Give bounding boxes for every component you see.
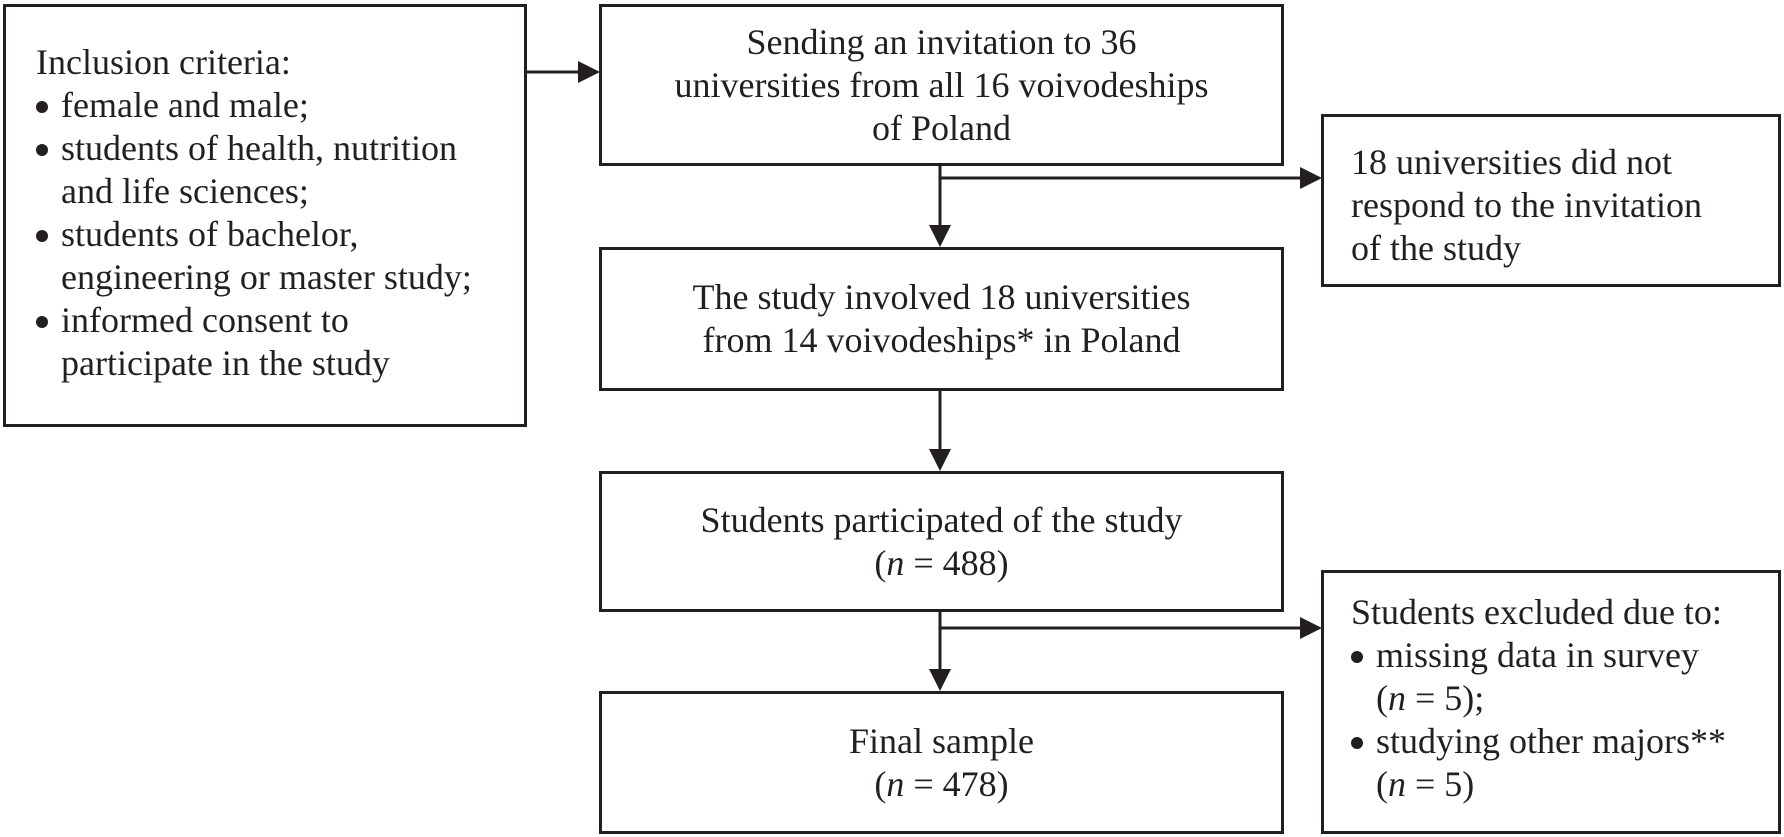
bullet-icon: [36, 127, 61, 170]
involved-box: The study involved 18 universities from …: [599, 247, 1284, 391]
excluded-item-count: (n = 5): [1376, 764, 1475, 804]
no-response-line: 18 universities did not: [1351, 142, 1672, 182]
inclusion-item-continuation: and life sciences;: [61, 171, 309, 211]
no-response-box: 18 universities did not respond to the i…: [1321, 114, 1781, 287]
inclusion-item: students of health, nutrition: [36, 127, 524, 170]
inclusion-item-continuation: participate in the study: [61, 343, 390, 383]
participated-label: Students participated of the study: [700, 499, 1183, 540]
participated-box: Students participated of the study (n = …: [599, 471, 1284, 612]
bullet-icon: [36, 84, 61, 127]
bullet-icon: [36, 299, 61, 342]
inclusion-item: informed consent to: [36, 299, 524, 342]
final-sample-count: (n = 478): [874, 763, 1009, 804]
no-response-line: respond to the invitation: [1351, 185, 1702, 225]
involved-line: The study involved 18 universities: [692, 277, 1191, 317]
participated-count: (n = 488): [874, 542, 1009, 583]
excluded-item: studying other majors**: [1351, 720, 1778, 763]
inclusion-criteria-box: Inclusion criteria: female and male; stu…: [3, 4, 527, 427]
final-sample-box: Final sample (n = 478): [599, 691, 1284, 834]
invitation-line: of Poland: [872, 107, 1011, 148]
excluded-item-count: (n = 5);: [1376, 678, 1485, 718]
bullet-icon: [1351, 720, 1376, 763]
invitation-line: Sending an invitation to 36: [746, 21, 1137, 62]
excluded-title: Students excluded due to:: [1351, 592, 1722, 632]
inclusion-item: female and male;: [36, 84, 524, 127]
final-sample-label: Final sample: [849, 720, 1034, 761]
invitation-box: Sending an invitation to 36 universities…: [599, 4, 1284, 166]
bullet-icon: [36, 213, 61, 256]
inclusion-item: students of bachelor,: [36, 213, 524, 256]
no-response-line: of the study: [1351, 228, 1521, 268]
excluded-box: Students excluded due to: missing data i…: [1321, 570, 1781, 834]
inclusion-item-continuation: engineering or master study;: [61, 257, 472, 297]
excluded-item: missing data in survey: [1351, 634, 1778, 677]
bullet-icon: [1351, 634, 1376, 677]
inclusion-criteria-title: Inclusion criteria:: [36, 42, 291, 82]
invitation-line: universities from all 16 voivodeships: [674, 64, 1209, 105]
involved-line: from 14 voivodeships* in Poland: [702, 320, 1181, 360]
